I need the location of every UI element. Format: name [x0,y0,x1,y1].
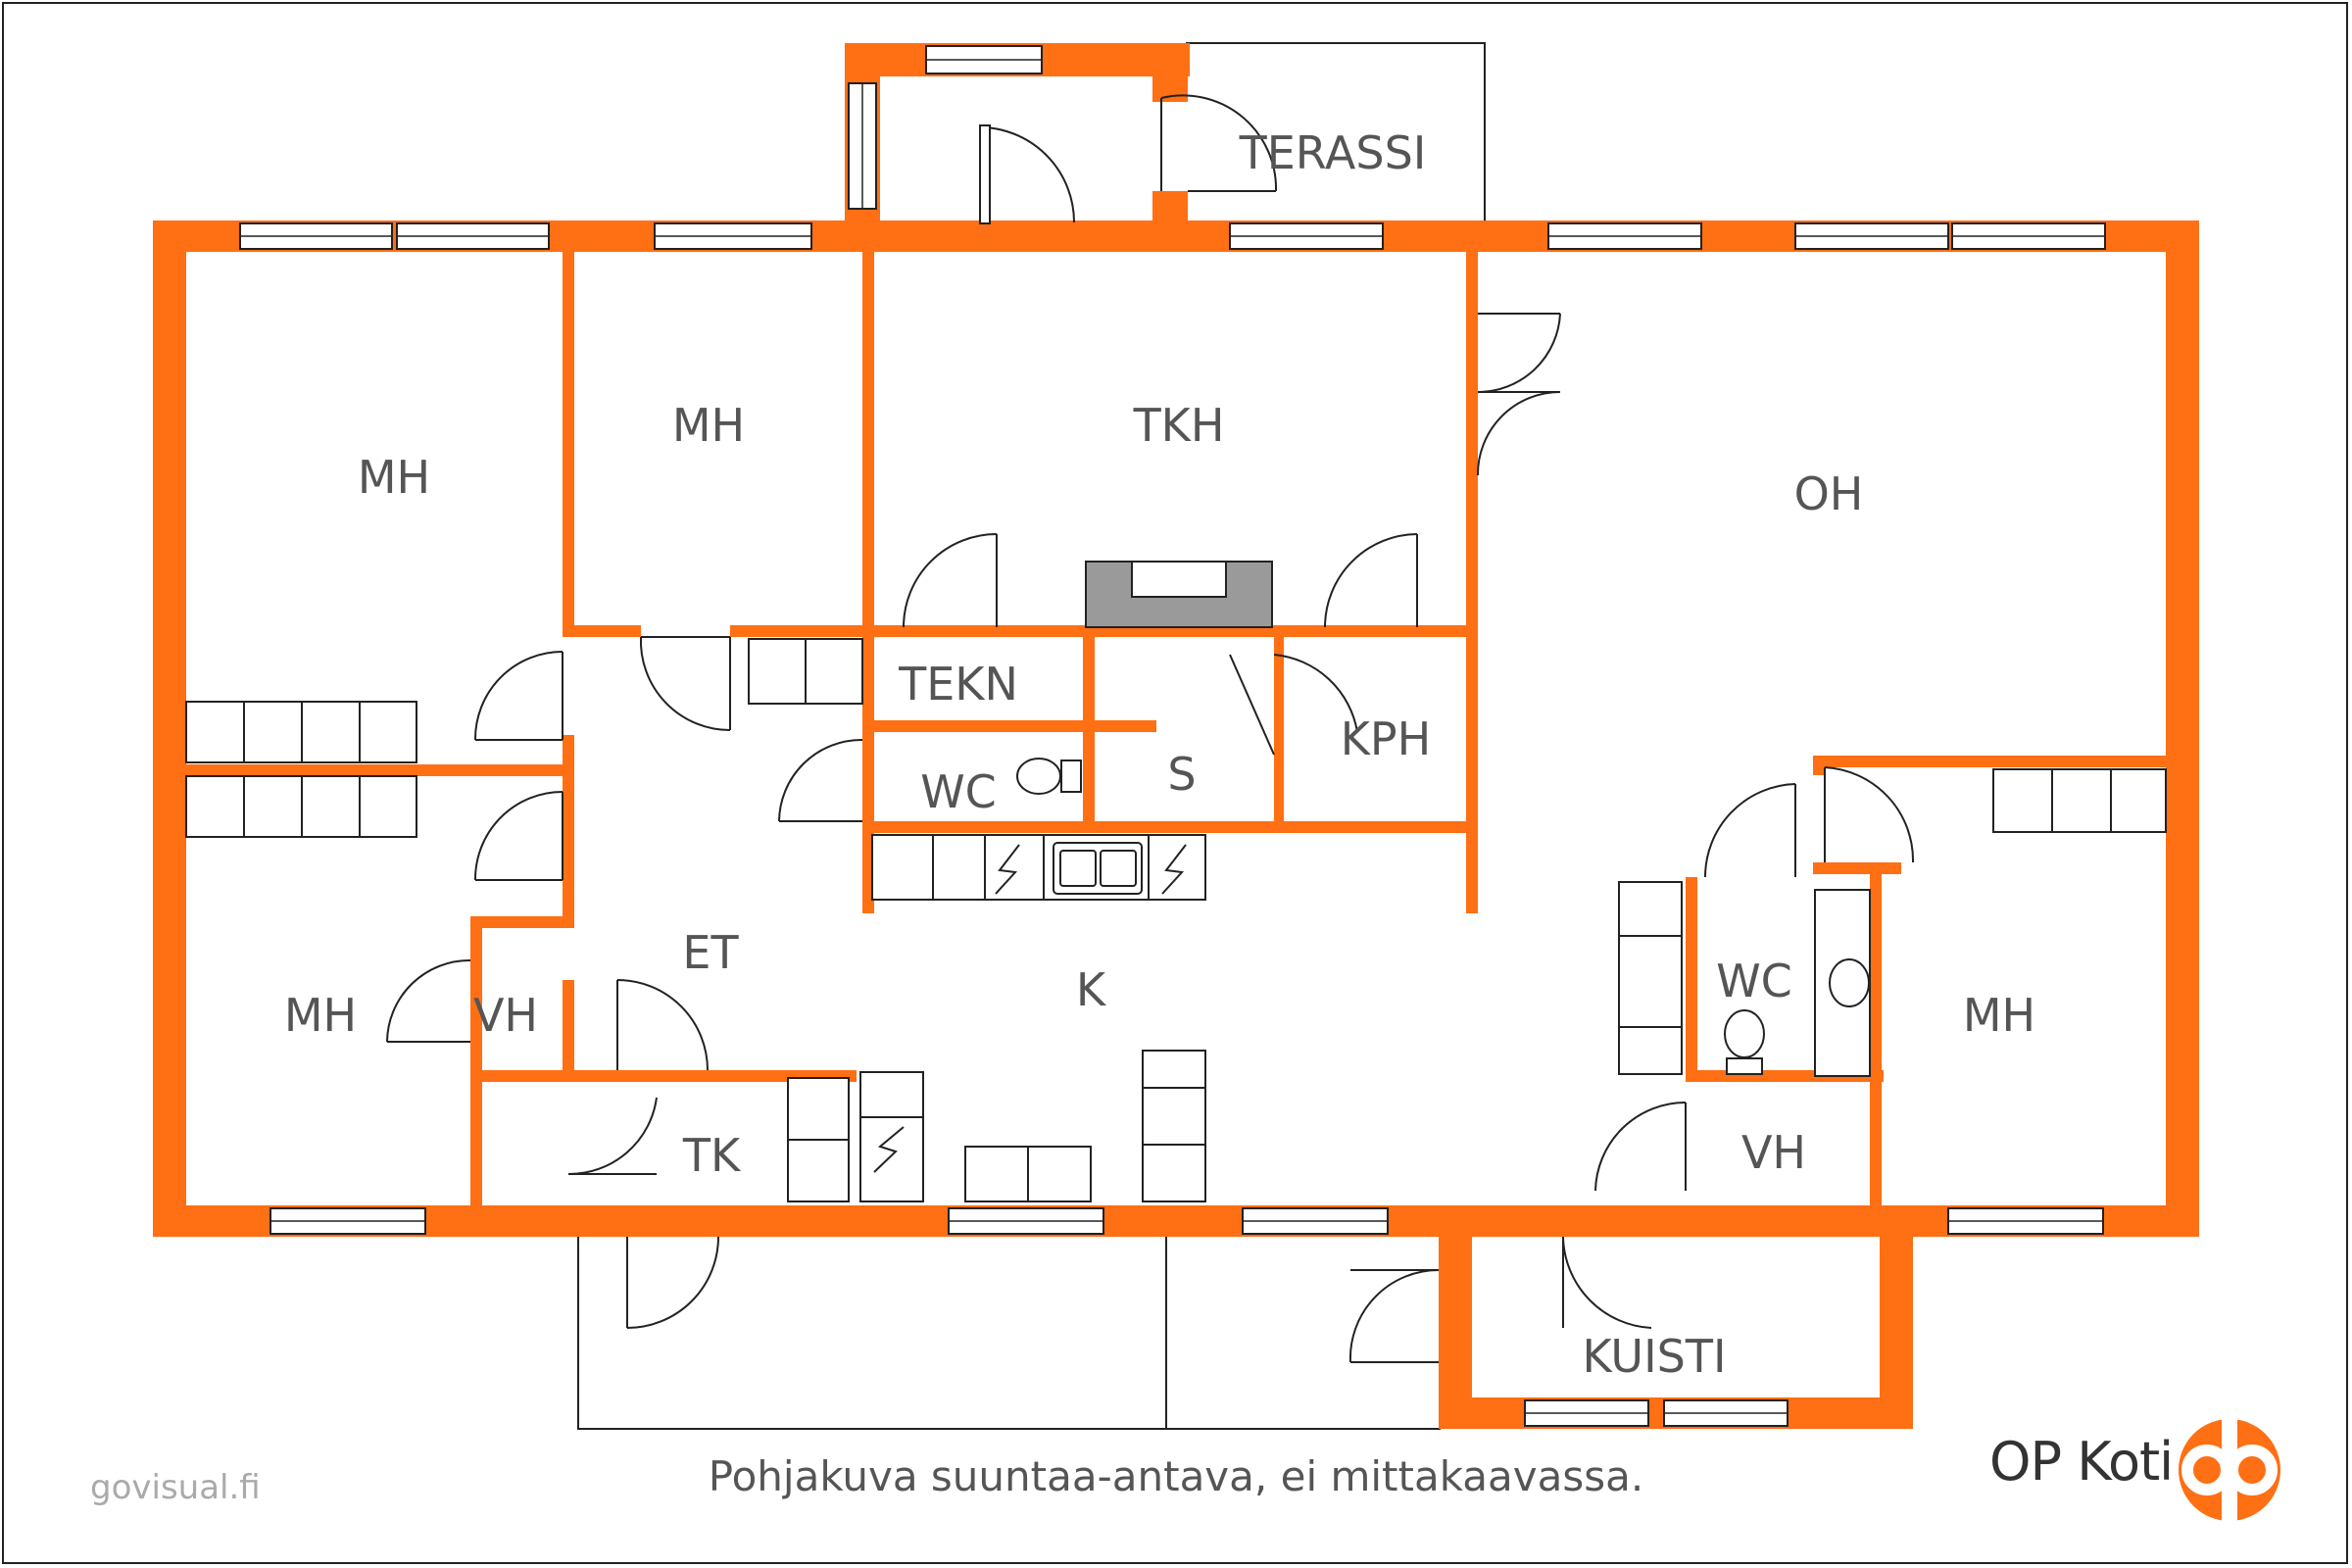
room-label-mh-west: MH [358,451,430,504]
credit-text: govisual.fi [90,1468,261,1507]
fixtures [185,561,2167,1202]
room-label-mh-southwest: MH [284,989,357,1042]
room-label-mh-north: MH [672,399,745,452]
room-label-s: S [1167,748,1196,801]
room-label-et: ET [682,926,739,979]
windows [239,45,2106,1427]
room-label-k: K [1076,963,1107,1016]
room-label-vh-east: VH [1741,1126,1806,1179]
op-logo-icon [2179,1419,2280,1521]
room-label-wc-center: WC [920,765,997,818]
brand-name: OP Koti [1989,1431,2174,1493]
room-label-tk: TK [682,1129,742,1182]
room-label-kph: KPH [1341,712,1432,765]
room-label-tkh: TKH [1133,399,1225,452]
room-label-kuisti: KUISTI [1582,1330,1726,1383]
room-label-tekn: TEKN [898,658,1018,710]
room-label-terassi: TERASSI [1239,126,1427,179]
outdoor-outlines [577,42,1486,1430]
room-label-mh-east: MH [1963,989,2035,1042]
room-labels: MH MH TKH OH TERASSI TEKN WC S KPH ET K … [284,126,2035,1383]
doors [386,94,1915,1363]
disclaimer-note: Pohjakuva suuntaa-antava, ei mittakaavas… [708,1452,1644,1500]
room-label-oh: OH [1794,467,1864,520]
lightning-icon [873,844,1187,1173]
walls [153,43,2199,1429]
room-label-vh-west: VH [473,989,538,1042]
room-label-wc-east: WC [1716,955,1792,1007]
